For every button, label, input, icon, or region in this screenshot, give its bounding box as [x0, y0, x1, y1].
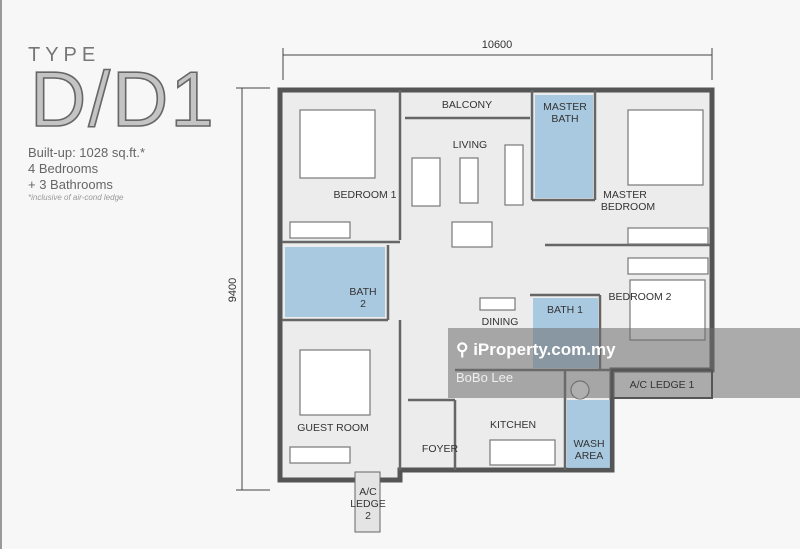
room-foyer: FOYER — [422, 443, 459, 455]
bed-icon — [627, 109, 704, 186]
room-wash-area-line2: AREA — [575, 450, 604, 462]
kitchen-counter-icon — [489, 439, 556, 466]
room-guest-room: GUEST ROOM — [297, 422, 369, 434]
room-bath-2-line2: 2 — [360, 298, 366, 310]
room-bath-2: BATH — [349, 286, 376, 298]
watermark-site: ⚲ iProperty.com.my — [456, 340, 616, 360]
width-label: 10600 — [482, 39, 513, 51]
ac-ledge-2-area — [354, 471, 381, 533]
built-up: Built-up: 1028 sq.ft.* — [28, 145, 146, 160]
unit-specs: Built-up: 1028 sq.ft.* 4 Bedrooms + 3 Ba… — [28, 145, 145, 193]
room-wash-area: WASH — [573, 438, 604, 450]
sofa-icon — [411, 157, 441, 207]
watermark-site-text: iProperty.com.my — [473, 340, 616, 359]
wardrobe-icon — [289, 446, 351, 464]
room-labels: BALCONY LIVING MASTER BATH BEDROOM 1 MAS… — [297, 99, 671, 522]
bed-icon — [299, 109, 376, 179]
room-living: LIVING — [453, 139, 487, 151]
room-master-bath: MASTER — [543, 101, 587, 113]
room-bedroom-2: BEDROOM 2 — [608, 291, 671, 303]
room-ac-ledge-2-line2: LEDGE — [350, 498, 386, 510]
bath2-area — [285, 247, 385, 317]
armchair-icon — [451, 221, 493, 248]
width-dimension — [282, 48, 713, 80]
room-balcony: BALCONY — [442, 99, 492, 111]
room-master-bedroom: MASTER — [603, 189, 647, 201]
room-master-bedroom-line2: BEDROOM — [601, 201, 655, 213]
wardrobe-icon — [627, 257, 709, 275]
location-pin-icon: ⚲ — [456, 340, 474, 359]
bathrooms-count: + 3 Bathrooms — [28, 177, 113, 192]
room-ac-ledge-2-line3: 2 — [365, 510, 371, 522]
room-kitchen: KITCHEN — [490, 419, 536, 431]
wardrobe-icon — [289, 221, 351, 239]
bedrooms-count: 4 Bedrooms — [28, 161, 99, 176]
unit-type-label: TYPE — [28, 44, 101, 66]
unit-type-code: D/D1 — [29, 55, 216, 143]
room-ac-ledge-2: A/C — [359, 486, 377, 498]
wardrobe-icon — [627, 227, 709, 245]
footnote: *inclusive of air-cond ledge — [28, 193, 124, 202]
dining-table-icon — [479, 297, 516, 311]
room-bedroom-1: BEDROOM 1 — [333, 189, 396, 201]
wash-area — [567, 400, 610, 468]
bed-icon — [299, 349, 371, 416]
master-bath-area — [535, 95, 593, 198]
room-master-bath-line2: BATH — [551, 113, 578, 125]
depth-dimension — [236, 87, 270, 491]
watermark-agent: BoBo Lee — [456, 370, 514, 385]
tv-console-icon — [504, 144, 524, 206]
watermark-band: ⚲ iProperty.com.my BoBo Lee — [448, 328, 800, 398]
depth-label: 9400 — [227, 278, 239, 302]
left-border — [0, 0, 2, 549]
coffee-table-icon — [459, 157, 479, 204]
